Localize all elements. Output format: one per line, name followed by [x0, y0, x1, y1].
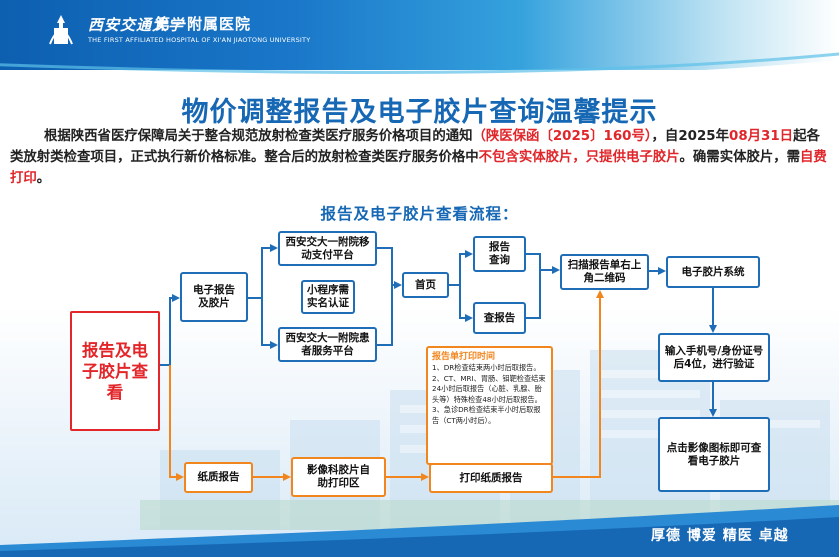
check-report-node: 查报告	[473, 302, 526, 334]
print-time-note: 报告单打印时间 1、DR检查结束两小时后取报告。 2、CT、MRI、胃肠、钼靶检…	[426, 346, 553, 465]
footer-band	[0, 505, 839, 557]
start-node: 报告及电子胶片查看	[70, 311, 160, 431]
hospital-logo-icon	[49, 15, 73, 45]
print-paper-report-node: 打印纸质报告	[429, 463, 553, 493]
hospital-motto: 厚德 博爱 精医 卓越	[651, 528, 789, 544]
patient-platform-node: 西安交大一附院患者服务平台	[278, 327, 377, 362]
node-label: 电子报告及胶片	[193, 284, 235, 309]
note-body: 1、DR检查结束两小时后取报告。 2、CT、MRI、胃肠、钼靶检查结束24小时后…	[432, 363, 547, 427]
film-system-node: 电子胶片系统	[666, 256, 760, 288]
intro-text: 根据陕西省医疗保障局关于整合规范放射检查类医疗服务价格项目的通知	[44, 129, 473, 144]
intro-paragraph: 根据陕西省医疗保障局关于整合规范放射检查类医疗服务价格项目的通知（陕医保函〔20…	[10, 126, 830, 189]
note-item: 2、CT、MRI、胃肠、钼靶检查结束24小时后取报告（心脏、乳腺、胎头等）特殊检…	[432, 373, 546, 404]
node-label: 查报告	[483, 311, 516, 324]
mini-program-auth-node: 小程序需实名认证	[301, 280, 355, 314]
home-node: 首页	[402, 272, 449, 298]
header-wave	[0, 52, 839, 114]
self-print-area-node: 影像科胶片自助打印区	[291, 457, 386, 497]
header-band	[0, 0, 839, 70]
node-label: 点击影像图标即可查看电子胶片	[666, 441, 762, 467]
hospital-name-script: 西安交通大学	[88, 16, 185, 34]
flow-subtitle: 报告及电子胶片查看流程：	[320, 205, 519, 223]
verify-node: 输入手机号/身份证号后4位，进行验证	[658, 333, 770, 382]
intro-text: 。	[36, 171, 51, 186]
electronic-report-node: 电子报告及胶片	[180, 272, 248, 322]
paper-report-node: 纸质报告	[184, 462, 253, 493]
node-label: 打印纸质报告	[459, 471, 523, 484]
document-reference: （陕医保函〔2025〕160号）	[472, 129, 652, 144]
report-query-node: 报告查询	[473, 236, 526, 272]
node-label: 西安交大一附院移动支付平台	[285, 235, 370, 261]
node-label: 小程序需实名认证	[307, 284, 349, 309]
intro-text: 。确需实体胶片，需	[679, 150, 801, 165]
note-title: 报告单打印时间	[432, 352, 496, 362]
note-item: 1、DR检查结束两小时后取报告。	[432, 363, 541, 372]
start-node-label: 报告及电子胶片查看	[82, 340, 148, 402]
intro-text: ，自2025年	[651, 129, 729, 144]
self-pay-notice: 自费打印	[10, 150, 827, 186]
page-title: 物价调整报告及电子胶片查询温馨提示	[181, 97, 658, 128]
node-label: 报告查询	[489, 241, 510, 266]
node-label: 首页	[415, 278, 436, 291]
intro-text: 起各类放射类检查项目，正式执行新价格标准。整合后的放射检查类医疗服务价格中	[10, 129, 820, 165]
effective-date: 08月31日	[729, 129, 794, 144]
node-label: 输入手机号/身份证号后4位，进行验证	[664, 344, 764, 370]
no-physical-film-notice: 不包含实体胶片，只提供电子胶片	[478, 150, 680, 165]
hospital-name: 第一附属医院	[155, 15, 252, 33]
scan-qr-node: 扫描报告单右上角二维码	[560, 254, 649, 290]
mobile-pay-platform-node: 西安交大一附院移动支付平台	[278, 231, 377, 266]
view-film-node: 点击影像图标即可查看电子胶片	[658, 417, 770, 492]
node-label: 电子胶片系统	[681, 265, 745, 278]
node-label: 扫描报告单右上角二维码	[567, 259, 642, 284]
note-item: 3、急诊DR检查结束半小时后取报告（CT两小时后）。	[432, 405, 541, 425]
hospital-name-english: THE FIRST AFFILIATED HOSPITAL OF XI'AN J…	[88, 36, 311, 44]
node-label: 纸质报告	[197, 471, 240, 483]
node-label: 西安交大一附院患者服务平台	[285, 331, 370, 357]
node-label: 影像科胶片自助打印区	[307, 464, 370, 489]
